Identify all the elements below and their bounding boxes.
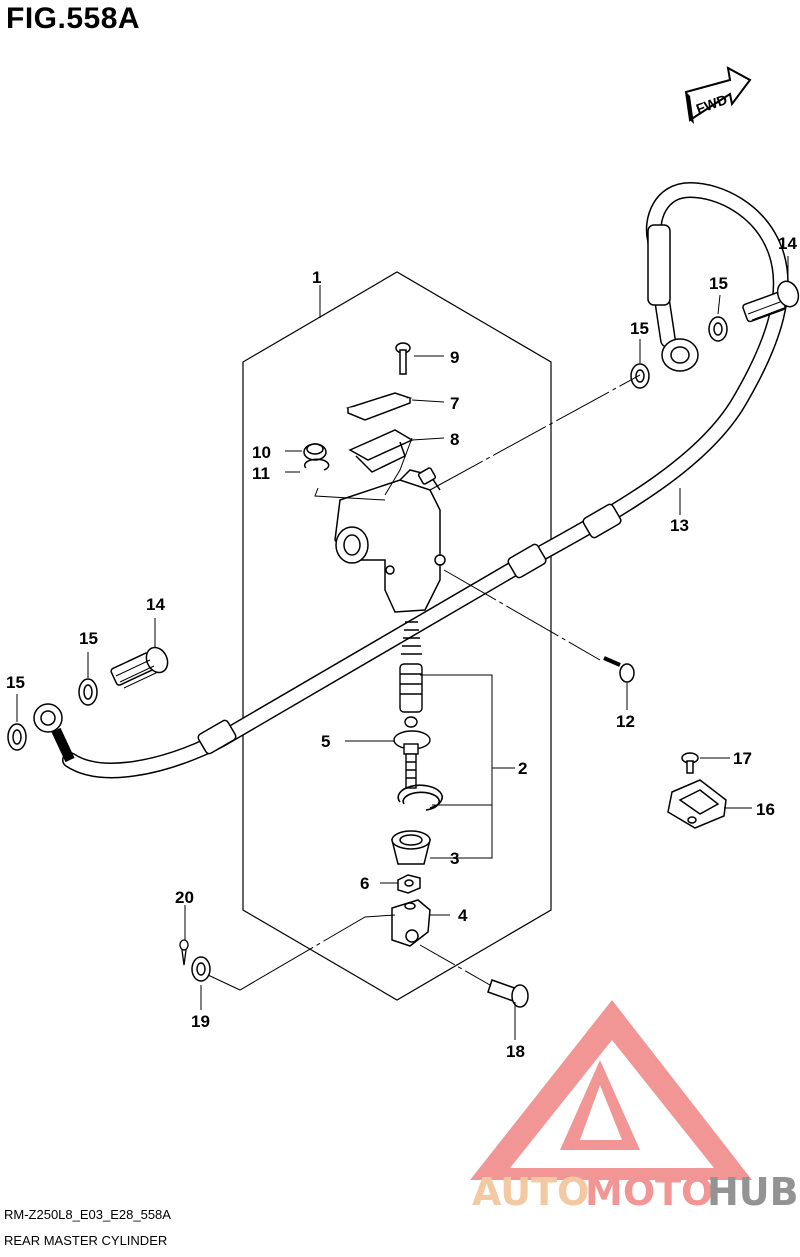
callout-17: 17 [733, 749, 752, 768]
master-cylinder-body [334, 467, 446, 613]
callout-16: 16 [756, 800, 775, 819]
callout-2: 2 [518, 759, 527, 778]
callout-13: 13 [670, 516, 689, 535]
circlip-icon [303, 458, 330, 471]
callout-7: 7 [450, 394, 459, 413]
callout-14-left: 14 [146, 595, 165, 614]
diagram-name: REAR MASTER CYLINDER [4, 1233, 168, 1248]
fwd-direction-badge: FWD [684, 66, 752, 124]
diagram-code: RM-Z250L8_E03_E28_558A [4, 1207, 171, 1222]
callout-9: 9 [450, 348, 459, 367]
callout-14-right: 14 [778, 234, 797, 253]
pin-icon [487, 979, 529, 1008]
watermark-hub: HUB [707, 1170, 799, 1214]
callout-3: 3 [450, 849, 459, 868]
callout-1: 1 [312, 268, 321, 287]
screw-icon [603, 656, 635, 683]
hose-guide-icon [667, 779, 727, 829]
watermark-logo: AUTO MOTO HUB [470, 1000, 799, 1214]
callout-5: 5 [321, 732, 330, 751]
callout-15-right: 15 [709, 274, 728, 293]
union-bolt-icon [110, 646, 169, 689]
brake-hose [33, 181, 789, 779]
reservoir-cap-icon [345, 392, 413, 421]
callout-15-left: 15 [79, 629, 98, 648]
callout-labels: 1 2 3 4 5 6 7 8 9 10 11 12 13 14 14 15 1… [6, 234, 797, 1061]
callout-4: 4 [458, 906, 468, 925]
union-bolt-icon [742, 280, 800, 323]
push-rod-icon [393, 730, 431, 789]
callout-15-far-left: 15 [6, 673, 25, 692]
bolt-icon [395, 342, 411, 375]
boot-icon [391, 830, 431, 865]
washer-icon [191, 956, 211, 982]
circlip-icon [397, 784, 443, 811]
callout-6: 6 [360, 874, 369, 893]
gasket-icon [7, 316, 728, 751]
callout-12: 12 [616, 712, 635, 731]
callout-10: 10 [252, 443, 271, 462]
callout-8: 8 [450, 430, 459, 449]
leader-lines [16, 256, 789, 1040]
callout-18: 18 [506, 1042, 525, 1061]
figure-title: FIG.558A [6, 2, 141, 35]
assembly-boundary [242, 271, 552, 1001]
callout-20: 20 [175, 888, 194, 907]
screw-icon [681, 752, 699, 774]
watermark-auto: AUTO [472, 1170, 589, 1214]
cap-icon [303, 443, 327, 461]
cotter-pin-icon [179, 939, 189, 966]
joint-icon [391, 899, 431, 947]
piston-set-icon [399, 621, 423, 728]
diaphragm-icon [348, 429, 414, 473]
callout-19: 19 [191, 1012, 210, 1031]
nut-icon [397, 874, 421, 894]
watermark-moto: MOTO [585, 1170, 713, 1214]
callout-15-mid: 15 [630, 319, 649, 338]
callout-11: 11 [252, 464, 270, 483]
